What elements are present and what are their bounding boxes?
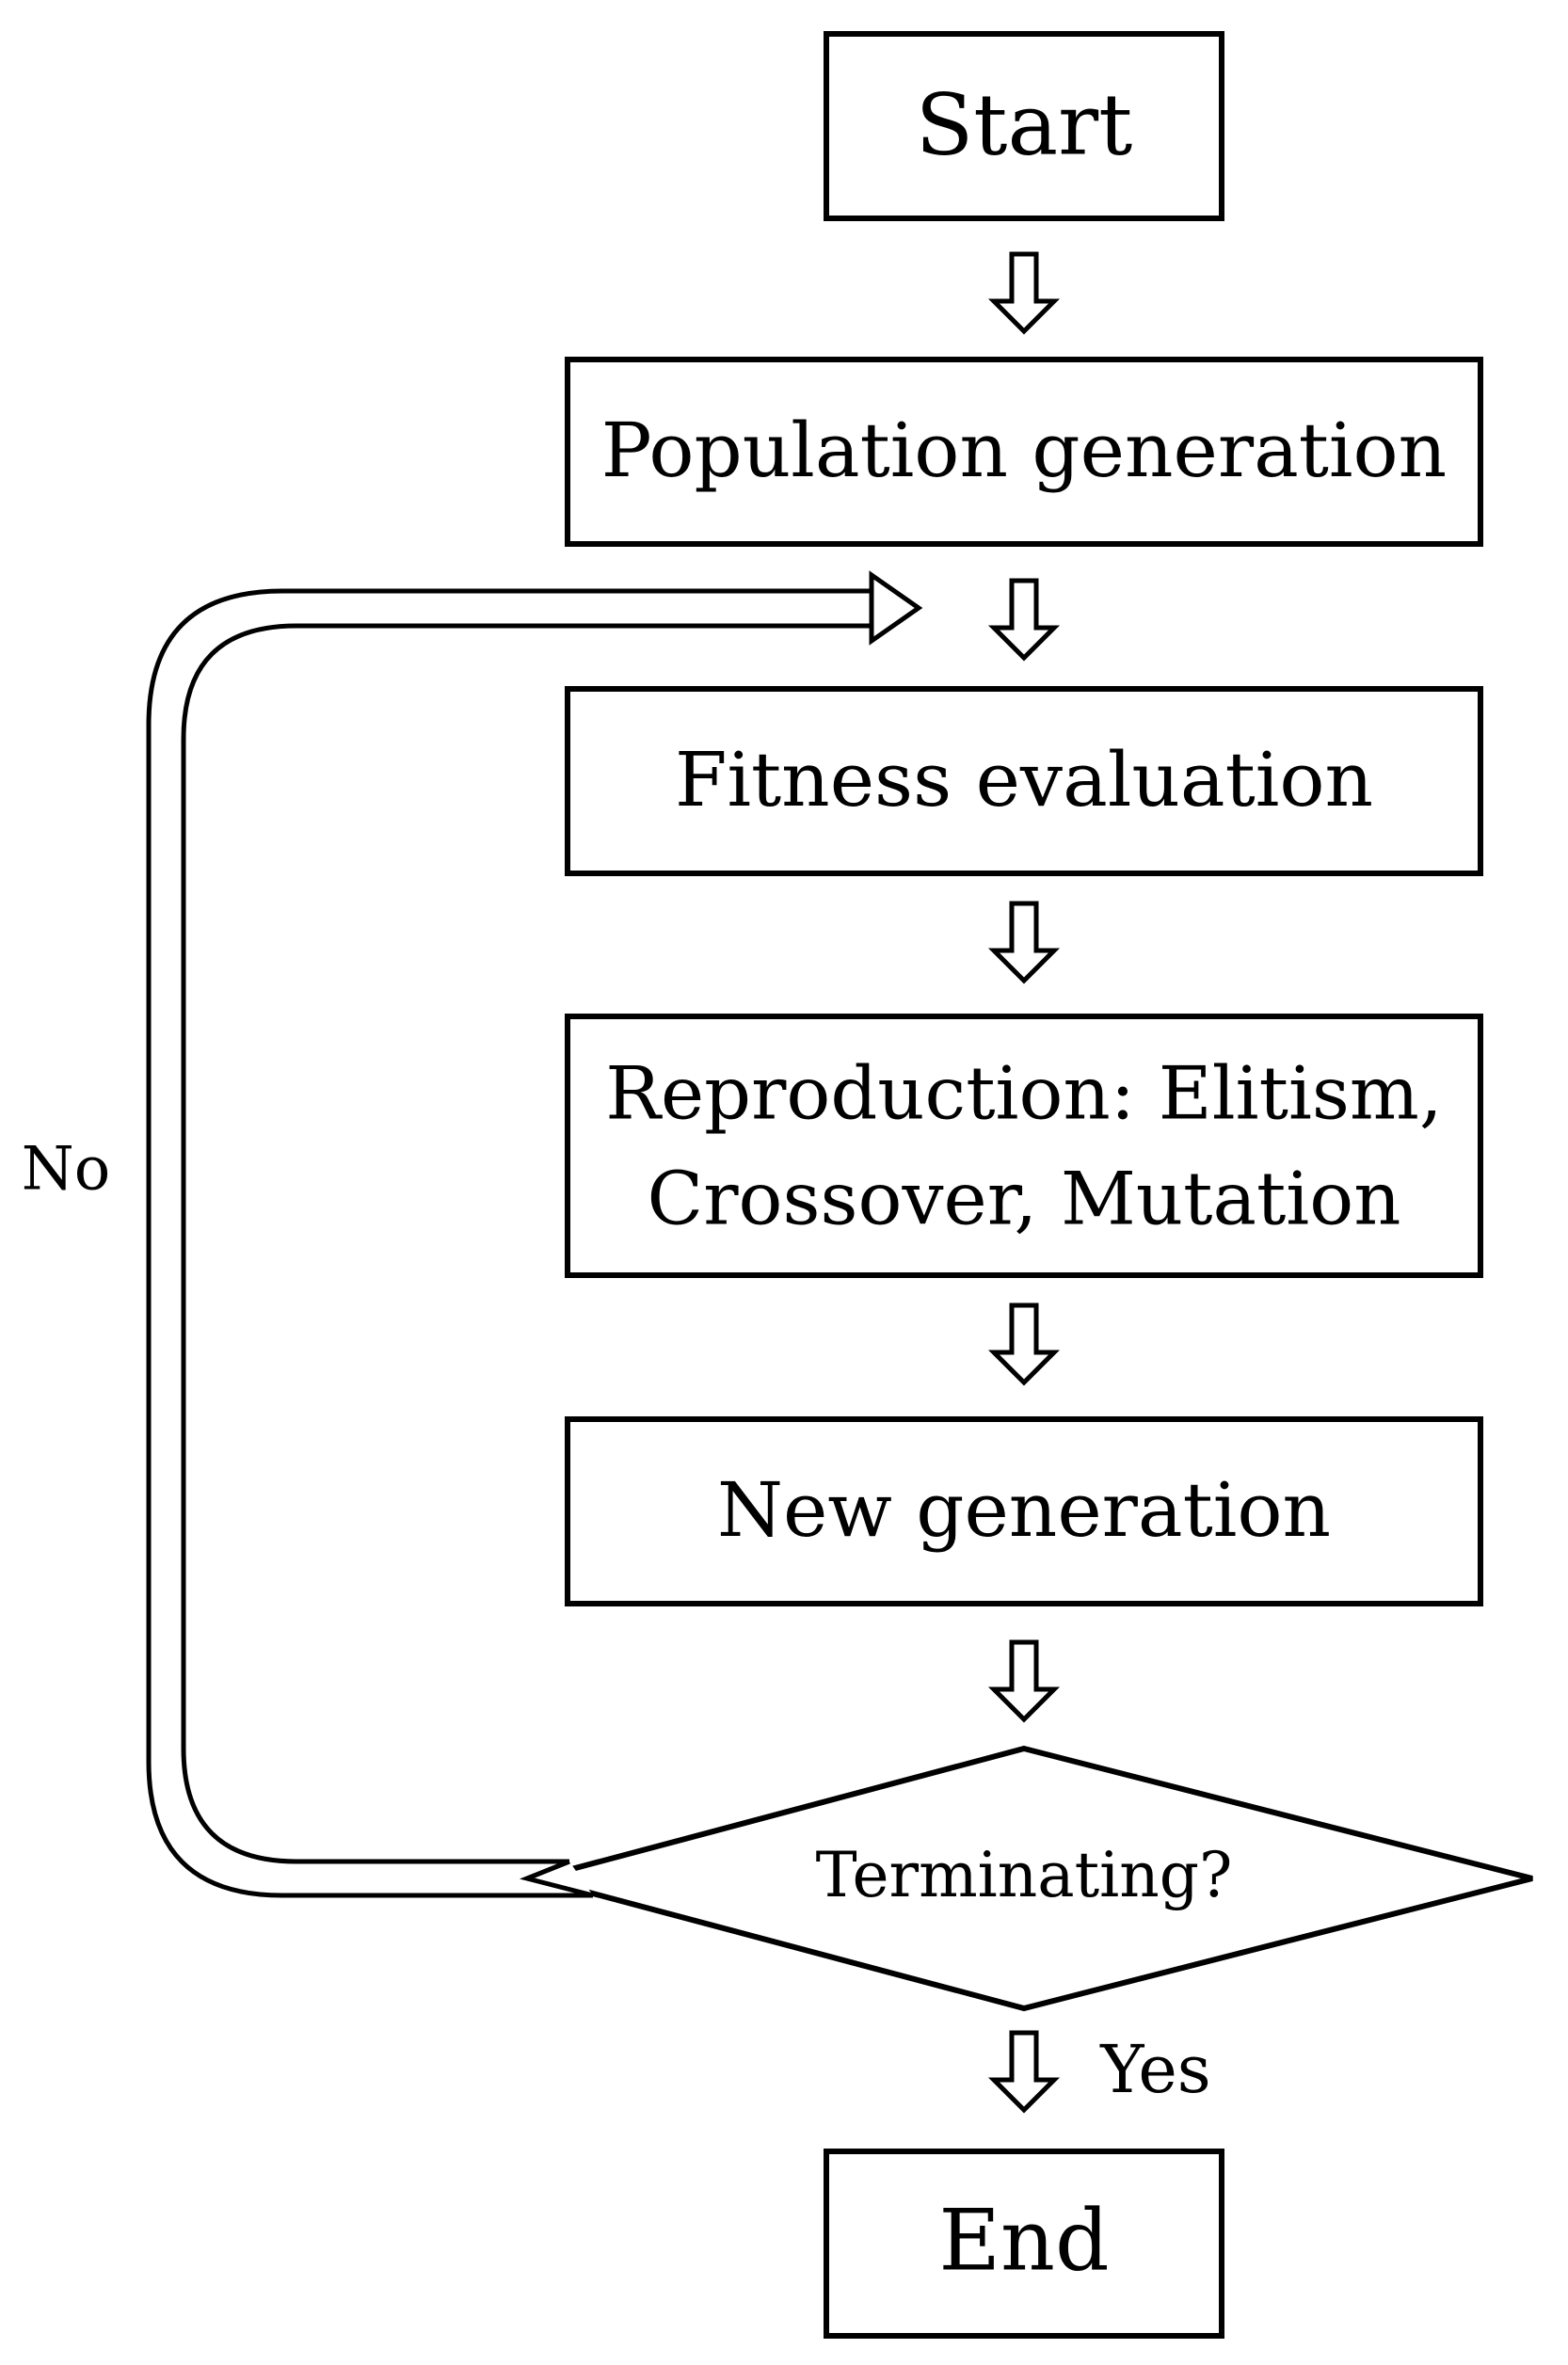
population-generation-node: Population generation <box>565 357 1483 547</box>
no-loop-outer-line <box>146 588 873 1898</box>
no-edge-label: No <box>22 1135 111 1205</box>
start-node: Start <box>824 31 1224 221</box>
reproduction-label-line1: Reproduction: Elitism, <box>605 1052 1442 1137</box>
arrow-start-to-population <box>987 251 1061 335</box>
population-generation-label: Population generation <box>601 407 1447 494</box>
new-generation-label: New generation <box>717 1466 1331 1554</box>
arrow-new-generation-to-decision <box>987 1639 1061 1723</box>
terminating-decision-node: Terminating? <box>525 1745 1533 2012</box>
reproduction-node: Reproduction: Elitism, Crossover, Mutati… <box>565 1014 1483 1278</box>
terminating-decision-label: Terminating? <box>816 1839 1233 1911</box>
reproduction-label-line2: Crossover, Mutation <box>648 1158 1401 1242</box>
new-generation-node: New generation <box>565 1416 1483 1606</box>
arrow-reproduction-to-new-generation <box>987 1302 1061 1386</box>
no-loop-arrowhead <box>869 570 923 646</box>
arrow-decision-to-end <box>987 2030 1061 2114</box>
end-node: End <box>824 2149 1224 2339</box>
arrow-population-to-fitness <box>987 578 1061 662</box>
arrow-fitness-to-reproduction <box>987 901 1061 984</box>
end-label: End <box>938 2191 1109 2290</box>
yes-edge-label: Yes <box>1099 2031 1210 2108</box>
no-loop-tail-head <box>519 1859 594 1898</box>
no-loop-arrow <box>146 570 923 1898</box>
fitness-evaluation-label: Fitness evaluation <box>675 736 1373 823</box>
fitness-evaluation-node: Fitness evaluation <box>565 686 1483 876</box>
no-loop-inner-line <box>181 623 873 1864</box>
start-label: Start <box>916 75 1133 174</box>
